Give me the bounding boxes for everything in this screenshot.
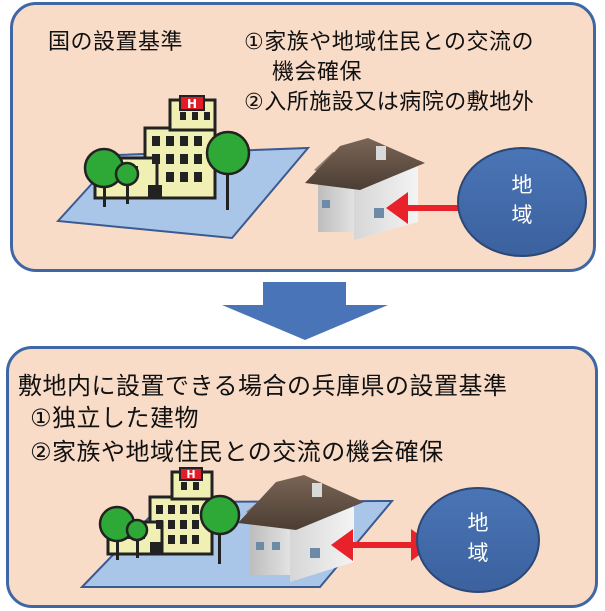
bottom-region-char-1: 地 xyxy=(468,511,489,535)
top-region-char-2: 域 xyxy=(512,203,533,227)
hyogo-criteria-title: 敷地内に設置できる場合の兵庫県の設置基準 xyxy=(18,372,508,400)
hospital-sign-text-2: H xyxy=(186,468,195,481)
top-region-char-1: 地 xyxy=(512,173,533,197)
national-criteria-item-2: ②入所施設又は病院の敷地外 xyxy=(244,90,535,115)
house-icon-2 xyxy=(238,475,364,582)
hyogo-criteria-item-2: ②家族や地域住民との交流の機会確保 xyxy=(30,438,444,466)
tree-icon-2 xyxy=(98,494,241,564)
down-arrow-icon xyxy=(222,282,388,340)
house-icon xyxy=(305,138,425,240)
tree-icon xyxy=(83,130,251,210)
national-criteria-title: 国の設置基準 xyxy=(48,30,184,55)
national-criteria-item-1-line-2: 機会確保 xyxy=(272,60,363,85)
national-criteria-item-1-line-1: ①家族や地域住民との交流の xyxy=(244,30,535,55)
hyogo-criteria-item-1: ①独立した建物 xyxy=(30,404,200,432)
hospital-sign-text: H xyxy=(187,97,197,111)
region-circle-icon xyxy=(457,147,587,257)
hospital-icon-2: H xyxy=(106,467,214,556)
region-circle-icon-2 xyxy=(416,487,540,593)
bottom-region-char-2: 域 xyxy=(468,541,489,565)
